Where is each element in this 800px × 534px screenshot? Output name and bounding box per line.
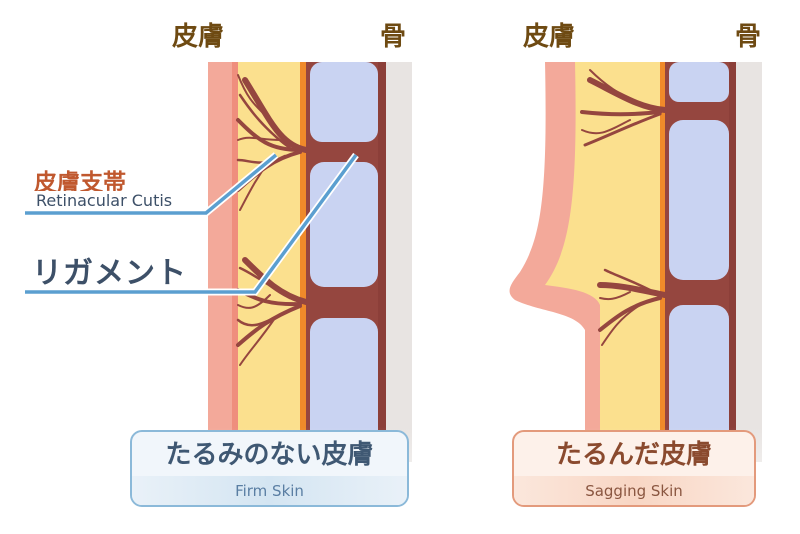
fascia-line	[300, 62, 306, 462]
bone-block	[310, 162, 378, 287]
firm-skin-caption: たるみのない皮膚 Firm Skin	[130, 430, 409, 507]
right-bone-header: 骨	[735, 22, 762, 52]
retinacular-label-en: Retinacular Cutis	[33, 191, 176, 210]
outer-bone-layer	[386, 62, 412, 462]
sagging-skin-title: たるんだ皮膚	[555, 440, 712, 470]
right-skin-header: 皮膚	[523, 22, 576, 52]
firm-skin-cross-section	[208, 62, 412, 462]
left-bone-header: 骨	[380, 22, 407, 52]
firm-skin-subtitle: Firm Skin	[132, 476, 407, 505]
sagging-skin-caption: たるんだ皮膚 Sagging Skin	[512, 430, 756, 507]
firm-skin-title: たるみのない皮膚	[165, 440, 374, 470]
ligament-leader-line	[25, 153, 358, 294]
retinacular-leader-line	[25, 153, 278, 215]
sagging-skin-subtitle: Sagging Skin	[514, 476, 754, 505]
bone-block	[310, 62, 378, 142]
sagging-skin-cross-section	[509, 62, 762, 462]
left-skin-header: 皮膚	[172, 22, 225, 52]
ligament-label: リガメント	[32, 256, 187, 291]
